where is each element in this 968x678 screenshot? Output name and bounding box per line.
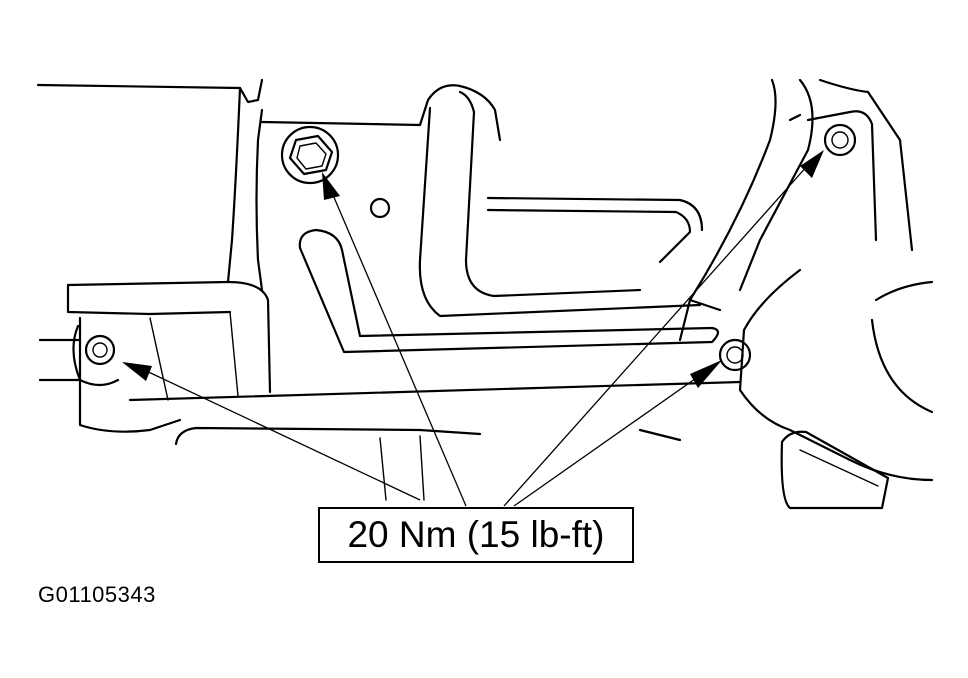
figure-id: G01105343 xyxy=(38,582,156,607)
arrowhead-icon xyxy=(322,172,340,200)
bolt-left-icon xyxy=(72,324,120,387)
bolt-top-right-icon xyxy=(823,123,857,157)
leader-to-bolt-left xyxy=(139,367,421,501)
bolt-lower-right-icon xyxy=(718,338,752,372)
leader-to-bolt-top-right xyxy=(503,164,809,507)
arrowhead-icon xyxy=(800,150,824,178)
arrowhead-icon xyxy=(122,362,152,381)
leader-to-bolt-lower-right xyxy=(513,373,703,507)
leader-lines xyxy=(139,164,809,507)
bracket-outline xyxy=(36,78,934,510)
leader-to-bolt-top-center xyxy=(329,187,467,507)
arrowhead-icon xyxy=(690,360,722,388)
arrowheads xyxy=(122,150,824,388)
torque-callout: 20 Nm (15 lb-ft) xyxy=(318,507,634,563)
bolt-top-center-icon xyxy=(280,125,340,185)
